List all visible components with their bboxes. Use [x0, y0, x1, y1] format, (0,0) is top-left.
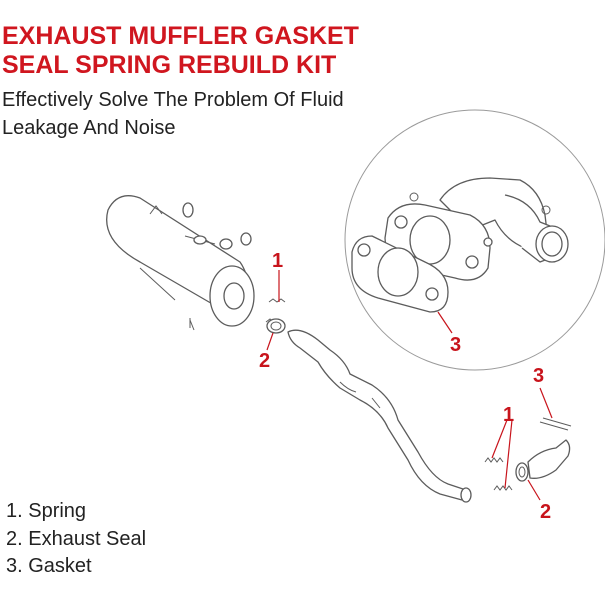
- callout-left-spring: 1: [272, 250, 283, 272]
- legend-item-spring: 1. Spring: [6, 500, 87, 522]
- callout-right-spring: 1: [503, 404, 514, 426]
- callout-right-gasket: 3: [533, 365, 544, 387]
- subtitle-line-2: Leakage And Noise: [2, 117, 176, 139]
- legend: 1. Spring 2. Exhaust Seal 3. Gasket: [6, 498, 146, 581]
- legend-item-exhaust-seal: 2. Exhaust Seal: [6, 527, 147, 550]
- zoom-gasket: [351, 235, 449, 313]
- right-seal: [515, 462, 529, 482]
- right-spring: [484, 457, 513, 491]
- left-seal: [266, 318, 286, 334]
- zoom-circle: [344, 109, 605, 371]
- legend-item-gasket: 3. Gasket: [6, 555, 92, 577]
- callout-right-seal: 2: [540, 501, 551, 523]
- leader-lines: [266, 270, 553, 501]
- callout-left-seal: 2: [259, 350, 270, 372]
- right-flange: [527, 417, 572, 479]
- title-line-1: EXHAUST MUFFLER GASKET: [2, 22, 359, 50]
- title: EXHAUST MUFFLER GASKET SEAL SPRING REBUI…: [2, 22, 602, 80]
- muffler-hardware: [182, 202, 252, 331]
- header-pipe: [287, 329, 472, 503]
- subtitle-line-1: Effectively Solve The Problem Of Fluid: [2, 89, 344, 111]
- subtitle: Effectively Solve The Problem Of Fluid L…: [2, 86, 602, 142]
- title-line-2: SEAL SPRING REBUILD KIT: [2, 51, 337, 79]
- callout-zoom-gasket: 3: [450, 334, 461, 356]
- muffler: [106, 195, 255, 328]
